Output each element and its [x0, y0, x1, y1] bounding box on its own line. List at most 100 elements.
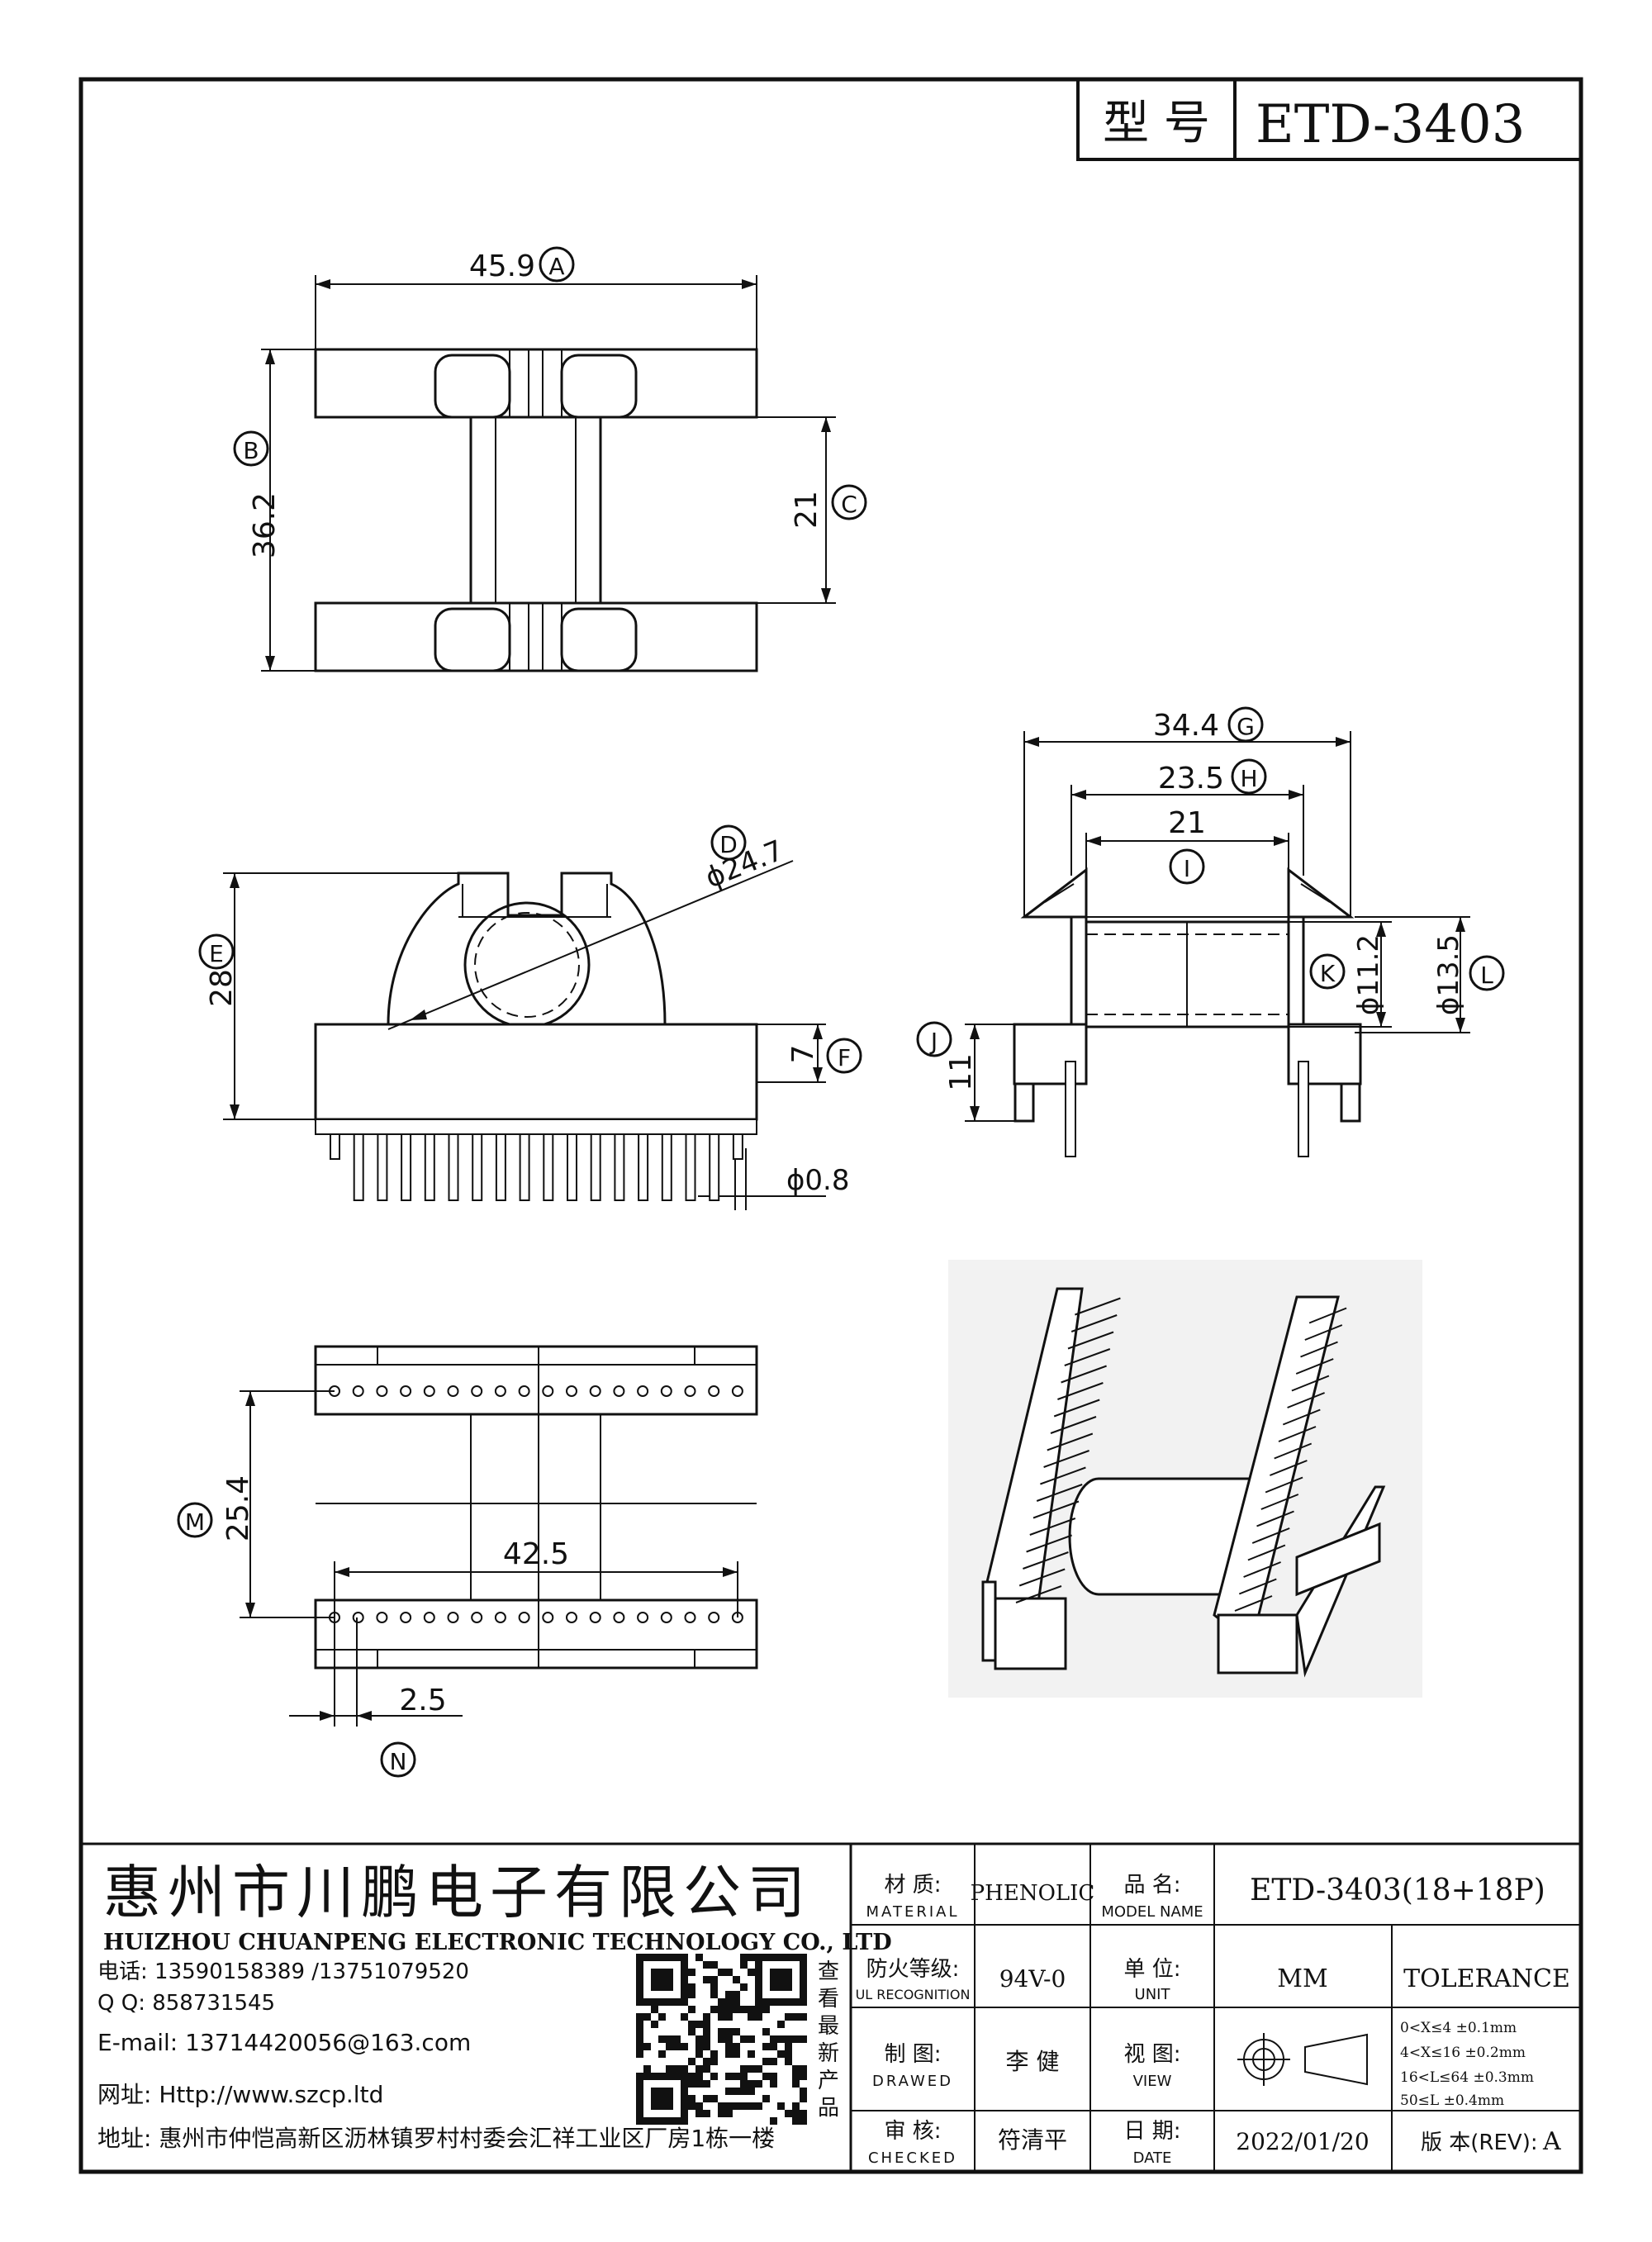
dim-i-letter: I: [1184, 855, 1190, 882]
tolerance-row-1: 0<X≤4 ±0.1mm: [1400, 2020, 1517, 2036]
dim-b-letter: B: [243, 437, 259, 464]
pin-hole: [423, 1612, 435, 1623]
unit-label-cn: 单 位:: [1123, 1957, 1180, 1982]
dim-c-value: 21: [790, 491, 824, 529]
qr-caption-1: 看: [818, 1987, 839, 2012]
pin-hole: [566, 1385, 577, 1397]
pin-hole: [637, 1385, 649, 1397]
drawn-label-cn: 制 图:: [884, 2042, 941, 2067]
model-header-value: ETD-3403: [1256, 94, 1525, 155]
pin-hole: [731, 1612, 743, 1623]
bottom-view: 25.4 M 42.5 2.5 N: [177, 1345, 758, 1778]
qr-caption-3: 新: [818, 2041, 839, 2066]
pin-hole: [731, 1385, 743, 1397]
date-label-en: DATE: [1133, 2149, 1172, 2167]
tolerance-label: TOLERANCE: [1403, 1964, 1570, 1993]
front-pins: [315, 1119, 757, 1201]
iso-pin-right: [1270, 1460, 1308, 1476]
iso-pins: [1015, 1297, 1347, 1612]
contact-phone: 电话: 13590158389 /13751079520: [97, 1959, 469, 1984]
contact-qq: Q Q: 858731545: [97, 1991, 275, 2016]
fire-value: 94V-0: [999, 1965, 1066, 1993]
contact-address: 地址: 惠州市仲恺高新区沥林镇罗村村委会汇祥工业区厂房1栋一楼: [97, 2125, 775, 2152]
dim-n-value: 2.5: [399, 1684, 446, 1717]
tolerance-row-2: 4<X≤16 ±0.2mm: [1400, 2045, 1526, 2061]
contact-website: 网址: Http://www.szcp.ltd: [97, 2081, 383, 2108]
dim-f-value: 7: [786, 1045, 820, 1064]
unit-label-en: UNIT: [1135, 1986, 1171, 2003]
dim-l-letter: L: [1480, 962, 1493, 989]
rev-label: 版 本(REV):: [1421, 2130, 1538, 2155]
qr-caption-4: 产: [818, 2069, 839, 2093]
pin-hole: [518, 1612, 530, 1623]
dim-a-value: 45.9: [469, 249, 535, 283]
dim-m-letter: M: [185, 1508, 205, 1536]
pin-hole: [613, 1612, 625, 1623]
iso-pin-left: [1036, 1484, 1083, 1502]
tolerance-row-3: 16<L≤64 ±0.3mm: [1400, 2069, 1534, 2086]
tolerance-row-4: 50≤L ±0.4mm: [1400, 2092, 1504, 2109]
iso-pin-left: [1064, 1348, 1111, 1366]
dim-i-value: 21: [1168, 806, 1206, 840]
view-label-cn: 视 图:: [1123, 2042, 1180, 2067]
iso-pin-right: [1308, 1307, 1347, 1324]
checked-label-en: CHECKED: [868, 2149, 957, 2167]
pin-hole: [684, 1385, 696, 1397]
pin-hole: [566, 1612, 577, 1623]
date-value: 2022/01/20: [1236, 2128, 1369, 2155]
iso-pin-left: [1057, 1382, 1104, 1400]
dim-a-letter: A: [548, 253, 564, 280]
pin-hole: [447, 1385, 459, 1397]
dim-e-letter: E: [209, 940, 224, 967]
pin-hole: [423, 1385, 435, 1397]
dim-m-value: 25.4: [221, 1475, 255, 1541]
date-label-cn: 日 期:: [1123, 2119, 1180, 2144]
pin-hole: [376, 1385, 388, 1397]
dim-j-value: 11: [944, 1053, 978, 1091]
pin-hole: [471, 1612, 483, 1623]
iso-pin-left: [1061, 1365, 1107, 1384]
pin-dia-value: ϕ0.8: [786, 1164, 850, 1197]
pin-hole: [589, 1385, 601, 1397]
company-name-cn: 惠州市川鹏电子有限公司: [103, 1859, 812, 1926]
front-pin-standoff: [315, 1119, 757, 1135]
pin-hole: [494, 1612, 506, 1623]
iso-pin-left: [1050, 1416, 1097, 1434]
qr-code: [636, 1954, 807, 2125]
projection-symbol-icon: [1237, 2033, 1368, 2086]
dim-h-value: 23.5: [1158, 762, 1224, 796]
contact-email: E-mail: 13714420056@163.com: [97, 2029, 471, 2056]
iso-pin-right: [1256, 1510, 1294, 1527]
iso-pin-right: [1282, 1408, 1321, 1426]
iso-pin-left: [1070, 1314, 1118, 1332]
top-view: 45.9 A 36.2 B 21 C: [233, 246, 867, 672]
iso-pin-left: [1047, 1432, 1094, 1451]
model-header: 型 号 ETD-3403: [1076, 78, 1583, 161]
iso-pin-left: [1023, 1551, 1069, 1570]
model-name-value: ETD-3403(18+18P): [1250, 1874, 1545, 1907]
drawn-label-en: DRAWED: [872, 2073, 953, 2090]
iso-pin-right: [1278, 1426, 1317, 1442]
fire-label-cn: 防火等级:: [866, 1957, 960, 1982]
checked-label-cn: 审 核:: [884, 2119, 941, 2144]
iso-pin-left: [1075, 1297, 1121, 1316]
pin-hole: [708, 1612, 720, 1623]
title-block: 惠州市川鹏电子有限公司 HUIZHOU CHUANPENG ELECTRONIC…: [81, 1842, 1581, 2172]
isometric-illustration: [948, 1260, 1422, 1698]
iso-pin-left: [1053, 1399, 1100, 1418]
dim-k-letter: K: [1320, 960, 1336, 987]
fire-label-en: UL RECOGNITION: [856, 1987, 971, 2002]
pin-hole: [329, 1385, 340, 1397]
company-name-en: HUIZHOU CHUANPENG ELECTRONIC TECHNOLOGY …: [103, 1930, 892, 1955]
model-name-label-en: MODEL NAME: [1101, 1903, 1203, 1921]
iso-pin-right: [1238, 1578, 1277, 1595]
iso-pin-right: [1300, 1341, 1338, 1358]
iso-pin-right: [1265, 1476, 1303, 1494]
iso-pin-right: [1243, 1561, 1281, 1578]
iso-pin-left: [1067, 1331, 1114, 1350]
iso-pin-right: [1274, 1442, 1313, 1460]
qr-caption-2: 最: [818, 2014, 839, 2039]
dim-f-letter: F: [838, 1044, 851, 1071]
iso-pin-right: [1304, 1324, 1343, 1341]
iso-pin-left: [1032, 1500, 1080, 1519]
